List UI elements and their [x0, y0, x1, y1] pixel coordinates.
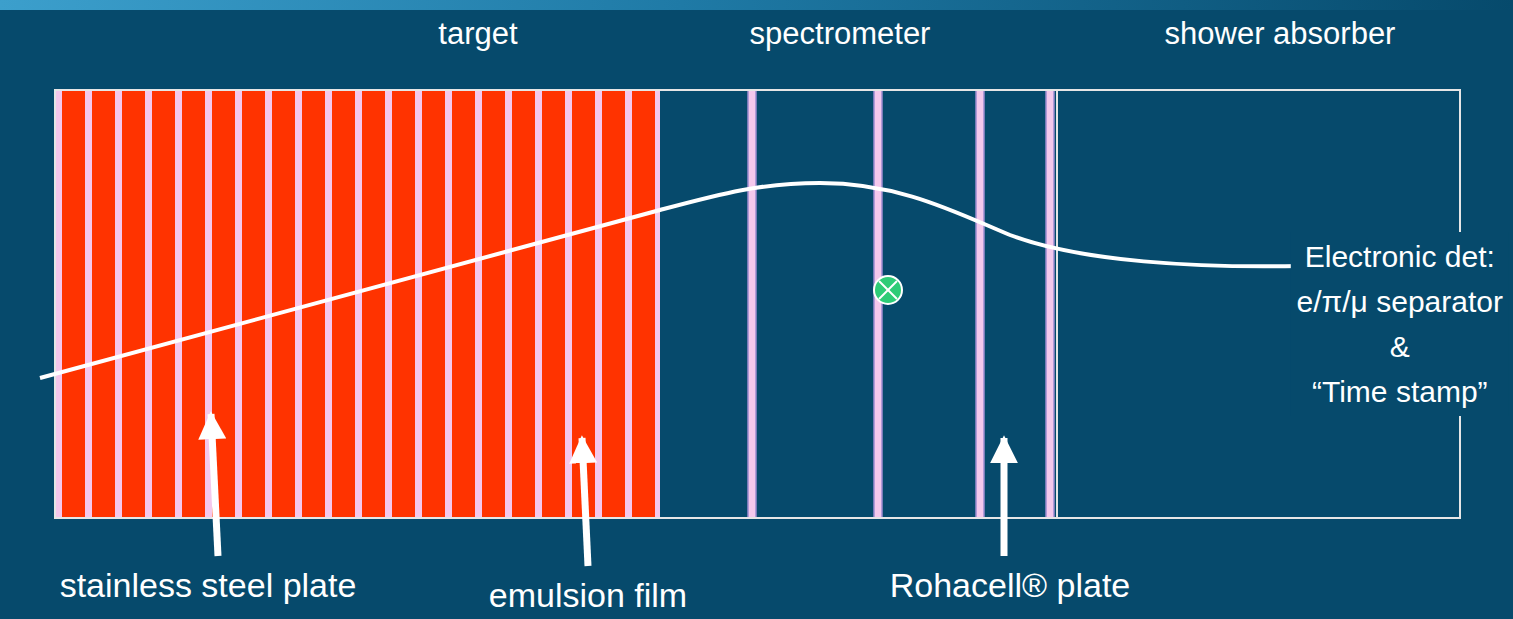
spectrometer-films [748, 90, 1054, 518]
top-band [0, 0, 1513, 10]
particle-track [40, 183, 1300, 378]
detector-region: spectrometer [660, 90, 1057, 518]
region-heading: target [438, 16, 517, 52]
region-heading: spectrometer [750, 16, 931, 52]
absorber-divider [1056, 90, 1058, 518]
part-label: Rohacell® plate [890, 566, 1131, 605]
region-heading: shower absorber [1165, 16, 1396, 52]
detector-region: target [55, 90, 660, 518]
pointer-arrows [211, 414, 1004, 566]
detector-outline [55, 90, 1460, 518]
magnetic-field-symbol [874, 276, 902, 304]
detector-region: shower absorberElectronic det: e/π/μ sep… [1057, 90, 1460, 518]
target-plates [55, 90, 660, 518]
part-label: stainless steel plate [60, 566, 357, 605]
detector-note: Electronic det: e/π/μ separator & “Time … [1291, 232, 1509, 416]
part-label: emulsion film [489, 576, 687, 615]
